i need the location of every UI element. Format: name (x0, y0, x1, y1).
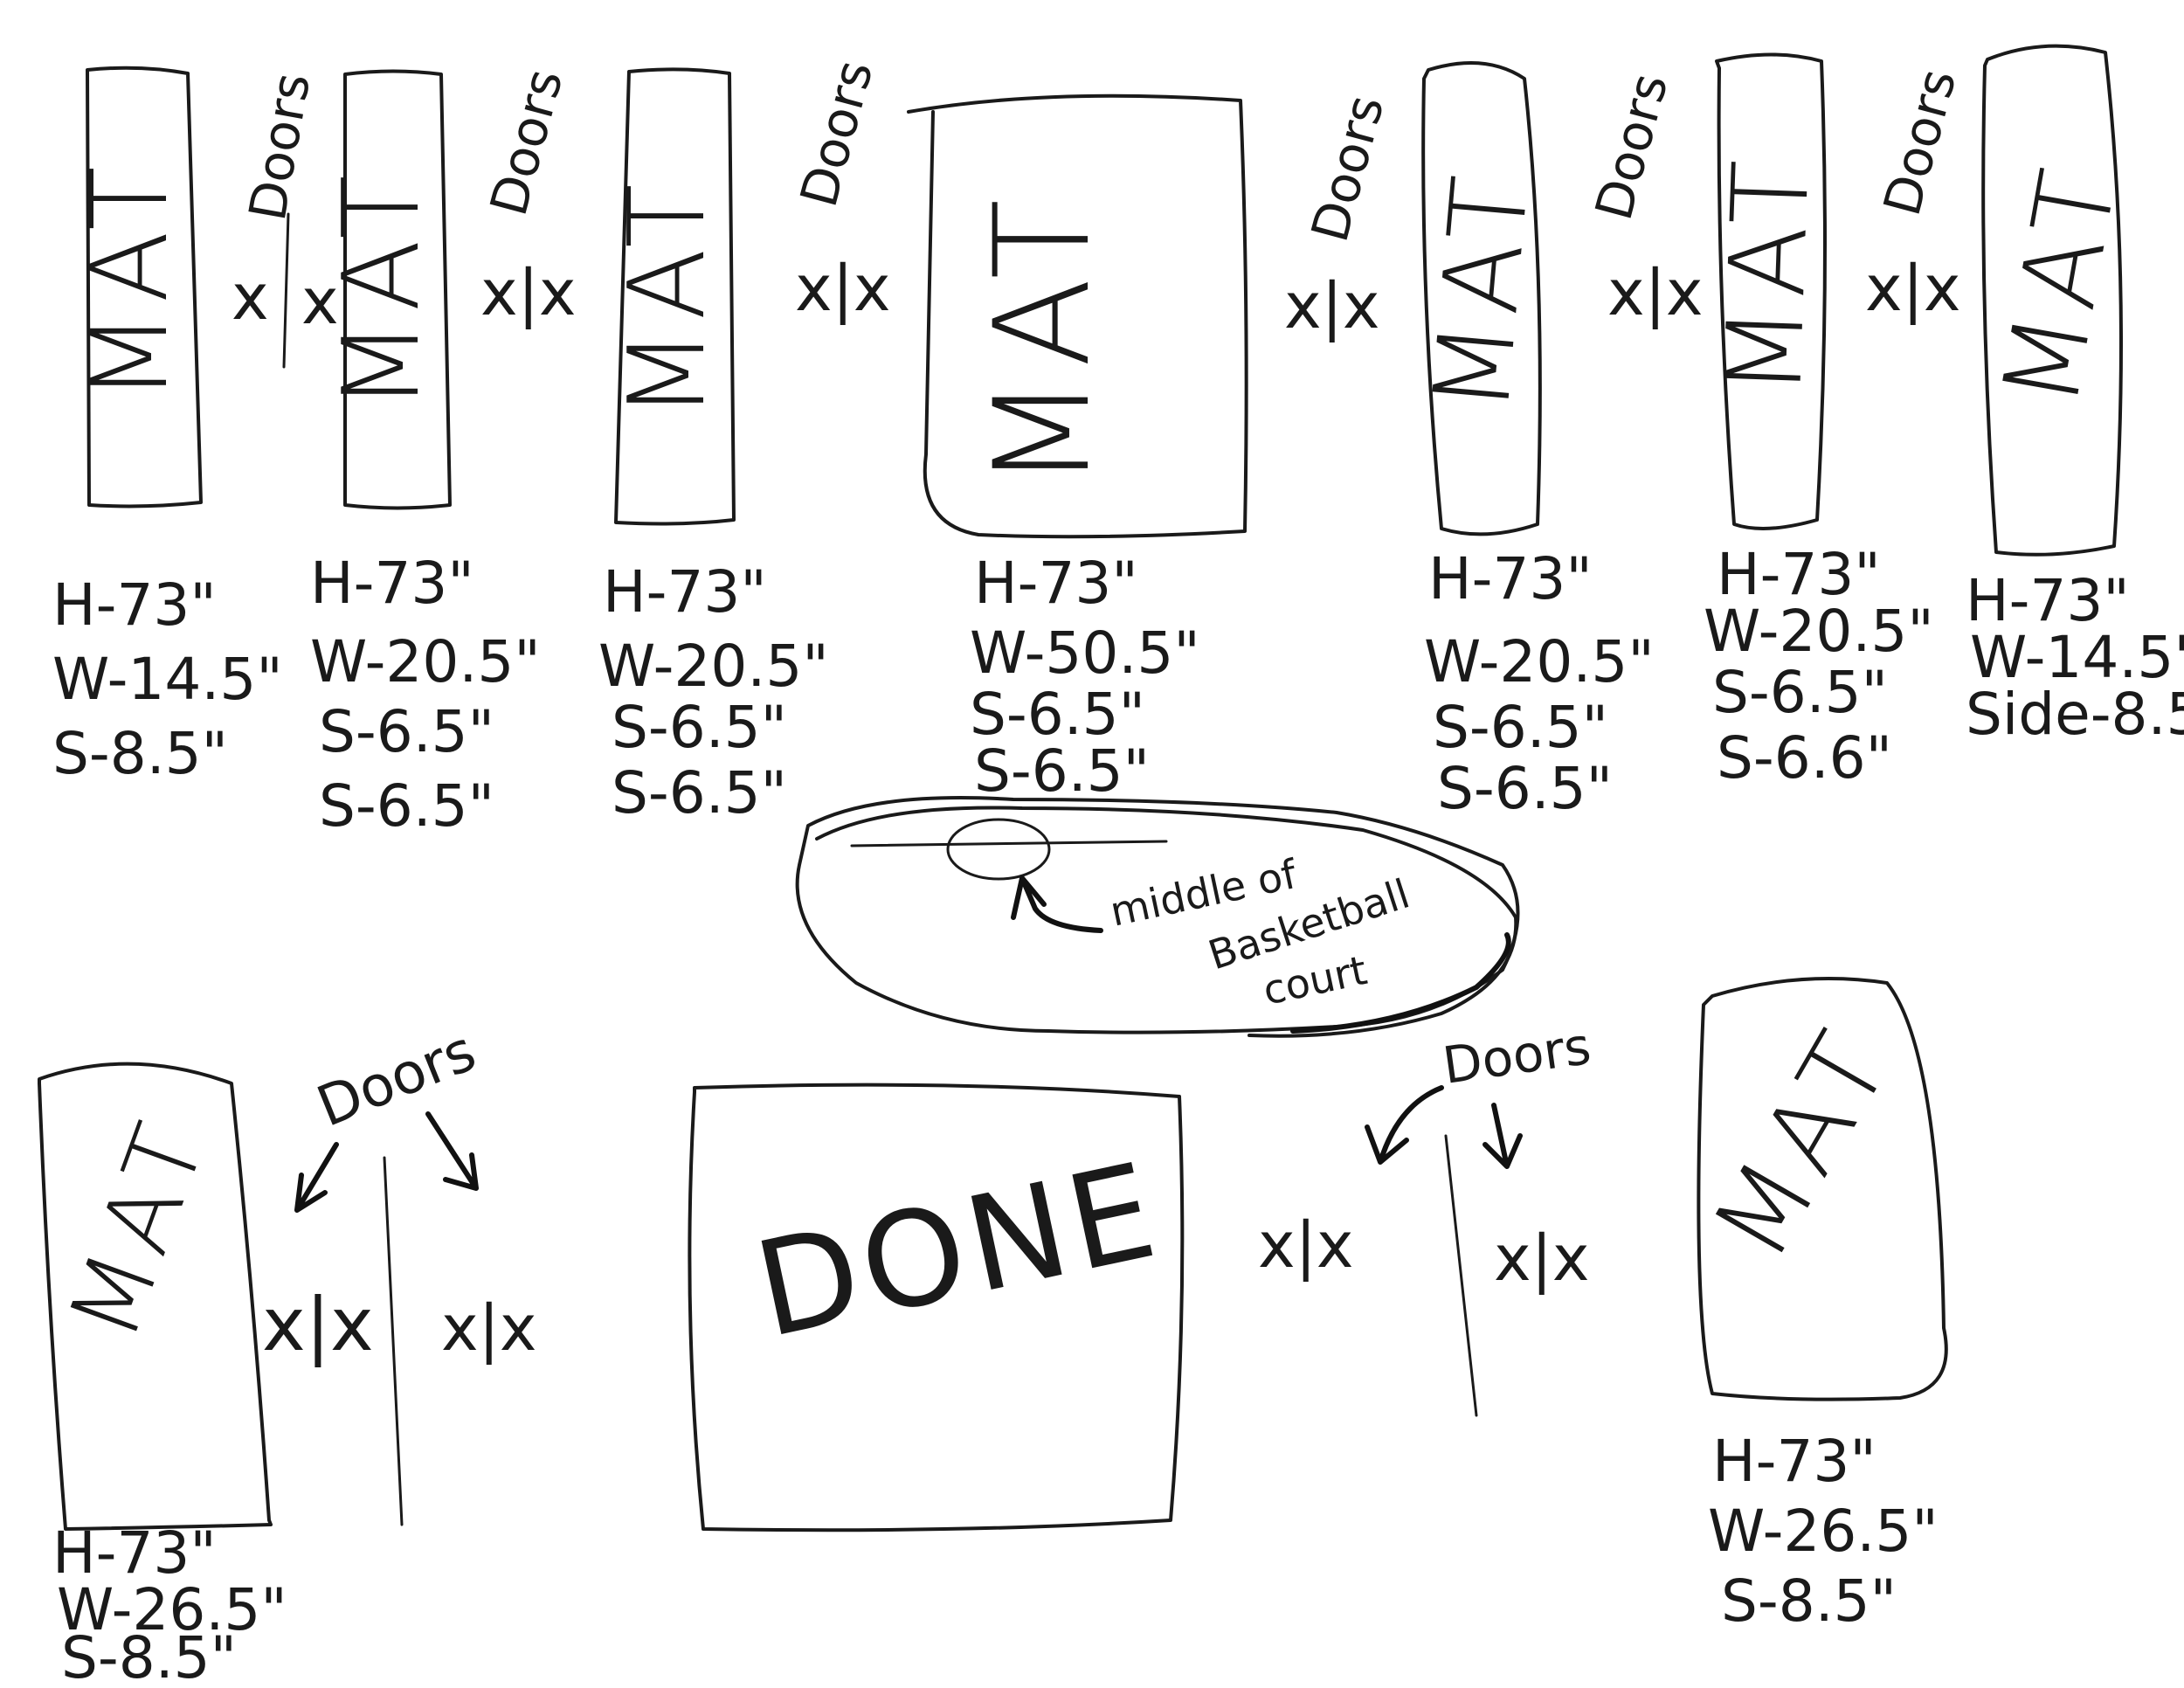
door-gap-2-label: Doors (479, 63, 575, 222)
door-gap-1-divider (282, 212, 290, 369)
bottom-right-mat-dim-3: S-8.5" (1721, 1567, 1897, 1635)
top-mat-6-label: MAT (1704, 150, 1834, 398)
top-mat-2-dim-2: W-20.5" (310, 628, 541, 695)
top-mat-1-dim-3: S-8.5" (52, 720, 228, 787)
bottom-left-mat-label: MAT (47, 1103, 230, 1353)
half-court-line (850, 840, 1168, 847)
bottom-right-mat-dim-1: H-73" (1712, 1428, 1876, 1495)
top-mat-5-dim-1: H-73" (1428, 545, 1593, 612)
door-gap-3: Doors x|x (789, 54, 891, 326)
door-gap-6-x-pair: x|x (1865, 252, 1960, 326)
door-gap-6-label: Doors (1872, 63, 1968, 222)
door-gap-5-x-pair: x|x (1607, 256, 1703, 330)
top-mat-2-label: MAT (321, 166, 443, 411)
top-mat-4-dim-2: W-50.5" (970, 619, 1200, 687)
door-gap-4-x-pair: x|x (1284, 269, 1379, 343)
top-mat-2-dim-4: S-6.5" (319, 772, 494, 840)
top-mat-7: MAT H-73" W-14.5" Side-8.5" (1966, 44, 2184, 748)
door-gap-1-x-right: x (301, 265, 339, 338)
bottom-left-door-divider (383, 1156, 404, 1526)
door-gap-5-label: Doors (1584, 67, 1680, 226)
door-gap-2-x-pair: x|x (480, 256, 576, 330)
door-gap-3-x-pair: x|x (795, 252, 890, 326)
top-mat-5-dim-2: W-20.5" (1424, 628, 1655, 695)
bottom-right-mat-label: MAT (1690, 1007, 1918, 1280)
door-gap-4-label: Doors (1300, 89, 1396, 248)
top-mat-3: MAT H-73" W-20.5" S-6.5" S-6.5" (598, 67, 829, 827)
bottom-left-mat-dim-2: W-26.5" (57, 1576, 287, 1643)
door-gap-3-label: Doors (789, 54, 885, 213)
bottom-left-doors-x-pair-2: x|x (441, 1291, 536, 1366)
top-mat-5-label: MAT (1411, 163, 1553, 418)
top-mat-3-dim-2: W-20.5" (598, 633, 829, 700)
bottom-left-mat-dim-1: H-73" (52, 1519, 217, 1587)
done-area: DONE (688, 1083, 1185, 1532)
bottom-right-door-divider (1444, 1134, 1478, 1417)
top-mat-2-dim-3: S-6.5" (319, 698, 494, 765)
top-mat-7-label: MAT (1980, 154, 2142, 415)
top-mat-4-dim-3: S-6.5" (970, 681, 1145, 748)
bottom-right-mat-dim-2: W-26.5" (1708, 1498, 1939, 1565)
top-mat-3-dim-3: S-6.5" (612, 694, 787, 761)
door-arrow-left (294, 1142, 339, 1213)
top-mat-4-dim-1: H-73" (974, 550, 1138, 617)
door-gap-1-x-left: x (232, 260, 269, 334)
top-mat-7-dim-1: H-73" (1966, 567, 2130, 634)
bottom-right-doors-label: Doors (1439, 1016, 1594, 1096)
top-mat-2: MAT H-73" W-20.5" S-6.5" S-6.5" (310, 69, 541, 840)
top-mat-5: MAT H-73" W-20.5" S-6.5" S-6.5" (1411, 61, 1655, 822)
top-mat-3-label: MAT (607, 175, 729, 419)
top-mat-1-dim-2: W-14.5" (52, 646, 283, 713)
door-gap-6: Doors x|x (1865, 63, 1967, 326)
bottom-left-doors: Doors x|x x|x (262, 1019, 536, 1526)
top-mat-5-dim-3: S-6.5" (1433, 694, 1608, 761)
top-mat-1-dim-1: H-73" (52, 571, 217, 639)
top-mat-4: MAT H-73" W-50.5" S-6.5" S-6.5" (907, 93, 1248, 805)
bottom-right-mat: MAT H-73" W-26.5" S-8.5" (1690, 977, 1948, 1635)
top-mat-1: MAT H-73" W-14.5" S-8.5" (52, 66, 283, 787)
top-mat-7-dim-3: Side-8.5" (1966, 681, 2184, 748)
top-mat-6-dim-4: S-6.6" (1717, 724, 1892, 792)
bottom-right-doors: Doors x|x x|x (1258, 1016, 1594, 1417)
court-center-marker: middle of Basketball court (795, 796, 1520, 1038)
top-mat-3-dim-1: H-73" (603, 558, 767, 626)
top-mat-6-dim-3: S-6.5" (1712, 659, 1888, 726)
bottom-left-doors-x-pair-1: x|x (262, 1282, 374, 1367)
door-gap-2: Doors x|x (479, 63, 577, 330)
door-gap-1-label: Doors (238, 68, 321, 225)
top-mat-4-label: MAT (967, 190, 1119, 489)
bottom-right-doors-x-pair-1: x|x (1258, 1208, 1353, 1283)
bottom-left-mat: MAT H-73" W-26.5" S-8.5" (38, 1062, 287, 1688)
bottom-left-mat-dim-3: S-8.5" (61, 1624, 237, 1688)
top-mat-6-dim-2: W-20.5" (1704, 598, 1934, 665)
top-mat-2-dim-1: H-73" (310, 550, 474, 617)
bottom-left-doors-label: Doors (308, 1019, 484, 1140)
top-mat-1-label: MAT (70, 157, 191, 402)
top-mat-4-dim-4: S-6.5" (974, 737, 1150, 805)
center-arrow (1011, 875, 1103, 933)
door-arrow-right-2 (1482, 1103, 1523, 1169)
top-mat-5-dim-4: S-6.5" (1437, 755, 1613, 822)
top-mat-7-dim-2: W-14.5" (1970, 624, 2184, 691)
done-label: DONE (743, 1134, 1172, 1367)
door-arrow-right-1 (1365, 1085, 1444, 1165)
bottom-right-doors-x-pair-2: x|x (1494, 1221, 1589, 1296)
top-mat-3-dim-4: S-6.5" (612, 759, 787, 827)
door-gap-4: Doors x|x (1284, 89, 1395, 343)
center-circle (946, 818, 1051, 881)
door-arrow-right (425, 1111, 479, 1191)
top-mat-6-dim-1: H-73" (1717, 541, 1881, 608)
top-mat-6: MAT H-73" W-20.5" S-6.5" S-6.6" (1704, 52, 1934, 792)
door-gap-5: Doors x|x (1584, 67, 1704, 330)
